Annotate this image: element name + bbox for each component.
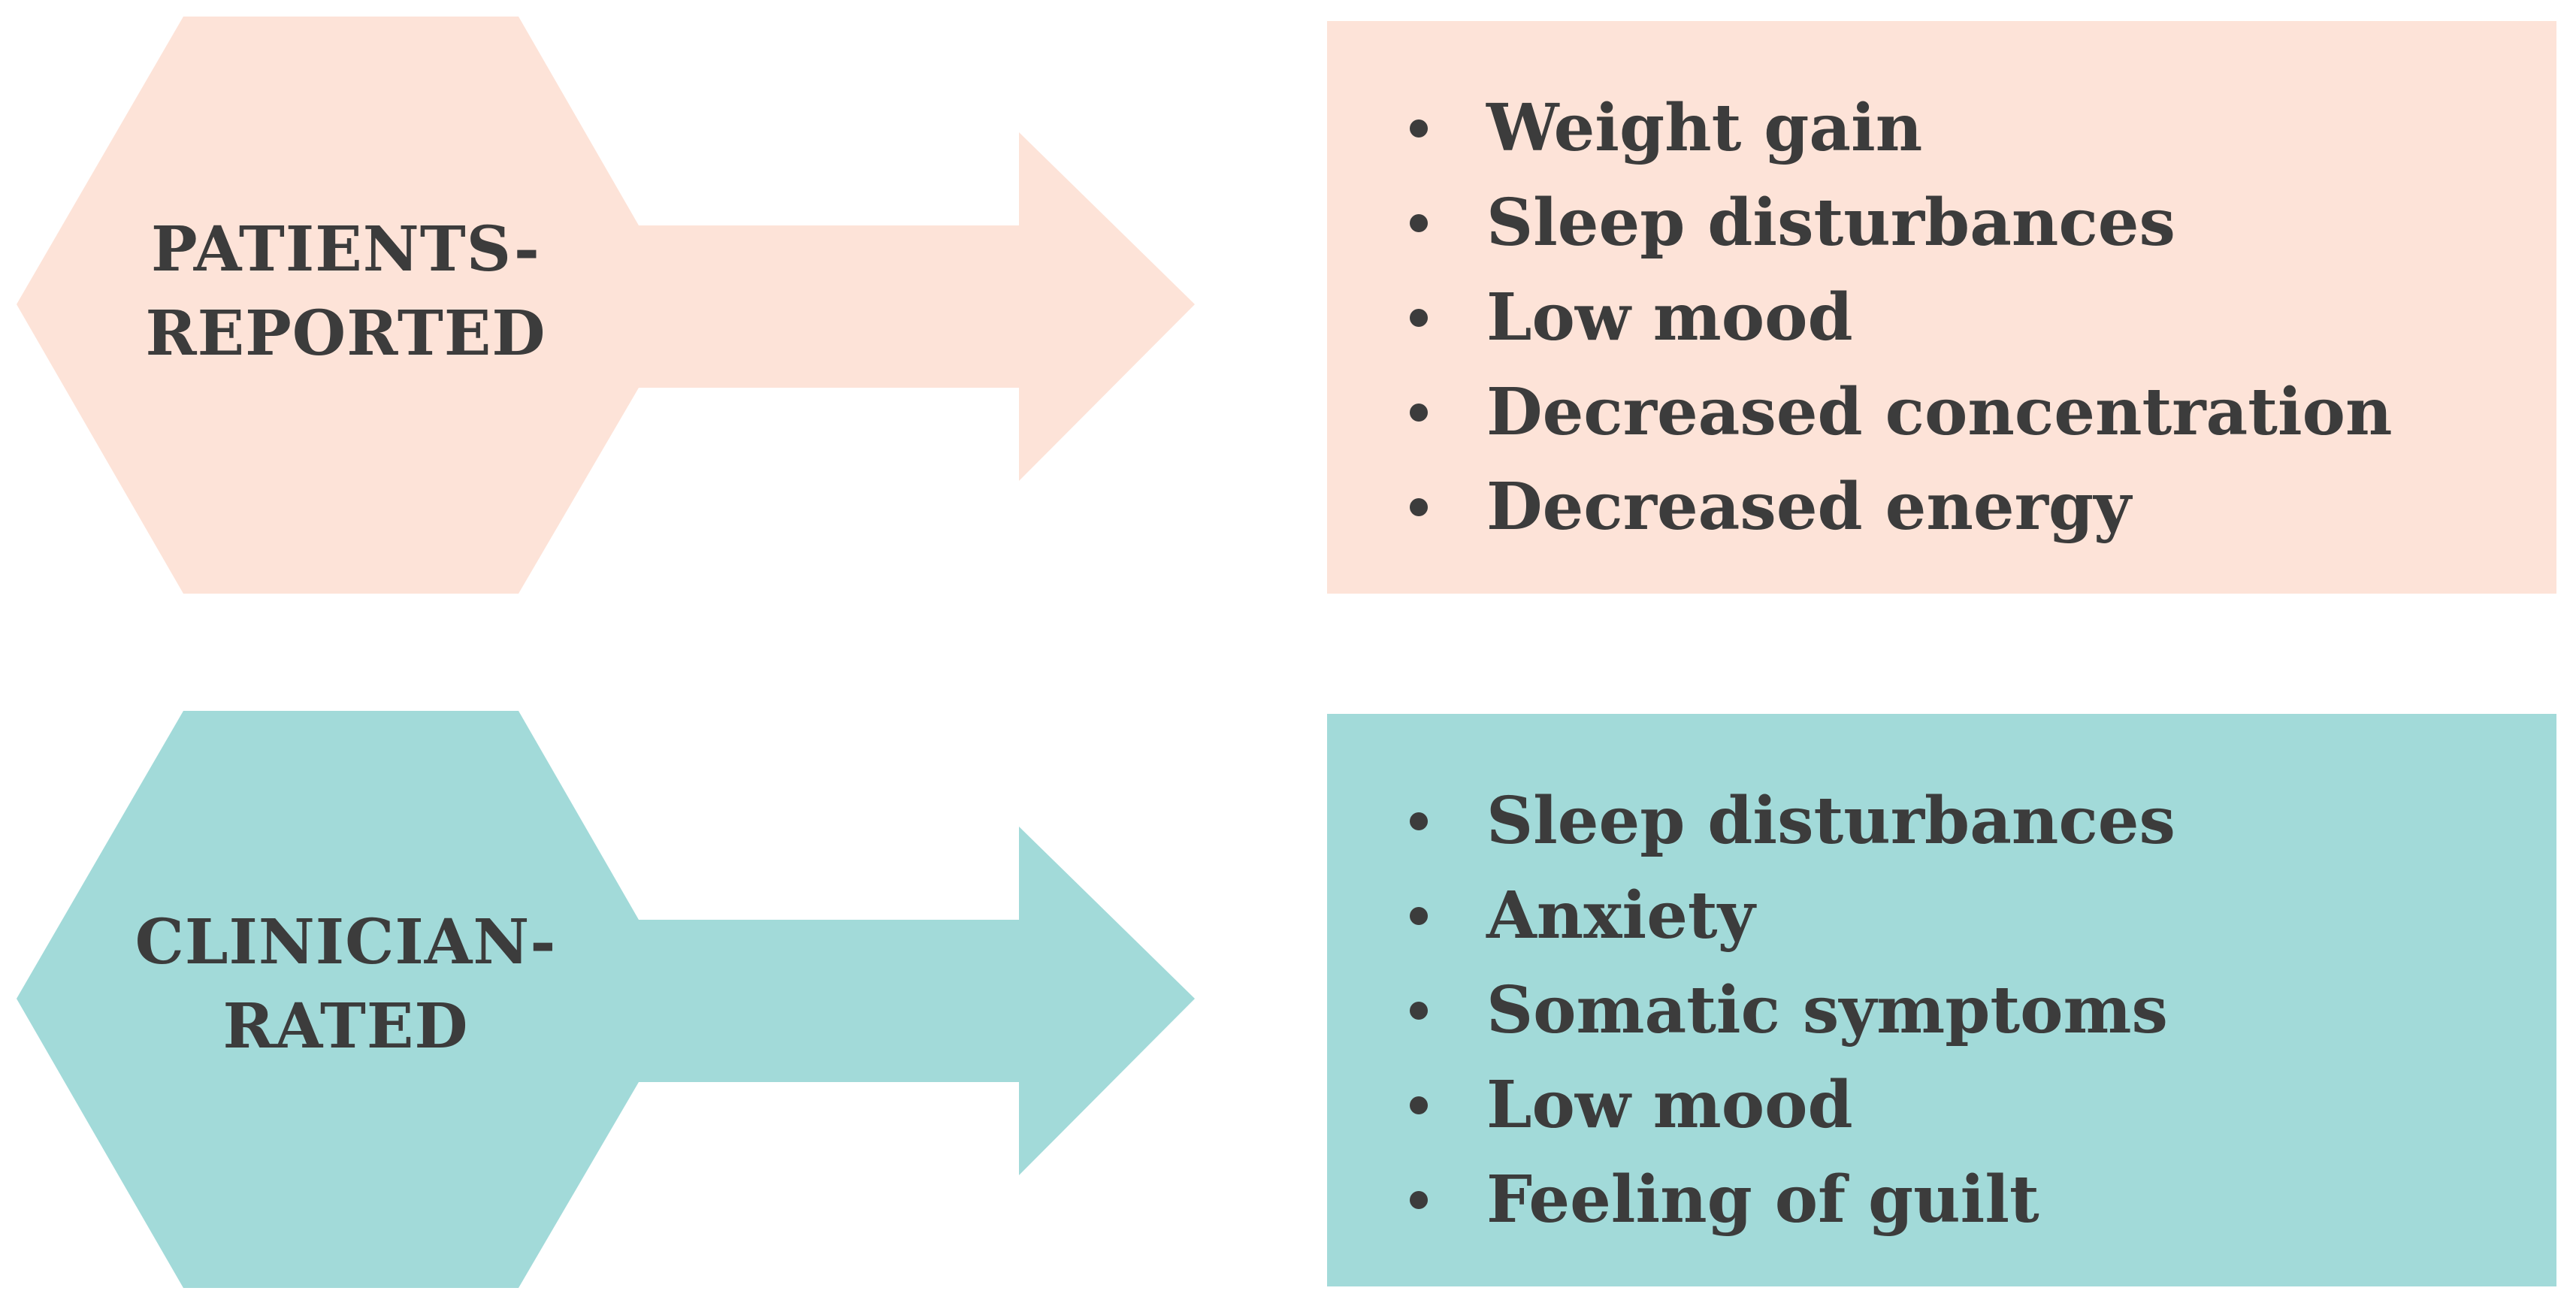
bullet-icon: [1410, 404, 1428, 422]
bullet-icon: [1410, 1096, 1428, 1114]
list-item: Low mood: [1327, 1058, 2556, 1153]
list-item: Sleep disturbances: [1327, 176, 2556, 271]
clinician-label-line-2: RATED: [222, 990, 469, 1063]
list-item: Anxiety: [1327, 869, 2556, 963]
list-item-text: Sleep disturbances: [1486, 783, 2175, 859]
patients-label-line-2: REPORTED: [145, 298, 546, 370]
patients-arrow-group: [17, 17, 2556, 594]
clinician-list-box-bg: [1327, 714, 2556, 1286]
bullet-icon: [1410, 119, 1428, 138]
list-item-text: Low mood: [1486, 280, 1853, 355]
patients-symptom-list: Weight gain Sleep disturbances Low mood …: [1327, 21, 2556, 594]
bullet-icon: [1410, 309, 1428, 327]
clinician-list: Sleep disturbances Anxiety Somatic sympt…: [1327, 774, 2556, 1247]
clinician-hexagon: [17, 711, 1195, 1288]
bullet-icon: [1410, 214, 1428, 232]
list-item: Low mood: [1327, 271, 2556, 365]
list-item: Decreased energy: [1327, 460, 2556, 555]
clinician-arrow-group: [17, 711, 2556, 1288]
list-item: Somatic symptoms: [1327, 963, 2556, 1058]
list-item-text: Weight gain: [1486, 90, 1923, 166]
list-item: Weight gain: [1327, 81, 2556, 176]
patients-hexagon: [17, 17, 1195, 594]
list-item: Feeling of guilt: [1327, 1153, 2556, 1247]
list-item-text: Decreased energy: [1486, 469, 2131, 545]
list-item-text: Feeling of guilt: [1486, 1162, 2039, 1238]
clinician-rated-label: CLINICIAN- RATED: [45, 900, 646, 1069]
bullet-icon: [1410, 907, 1428, 925]
list-item: Sleep disturbances: [1327, 774, 2556, 869]
bullet-icon: [1410, 1191, 1428, 1209]
bullet-icon: [1410, 1002, 1428, 1020]
patients-list: Weight gain Sleep disturbances Low mood …: [1327, 81, 2556, 555]
list-item-text: Low mood: [1486, 1067, 1853, 1143]
list-item: Decreased concentration: [1327, 365, 2556, 460]
list-item-text: Decreased concentration: [1486, 374, 2393, 450]
patients-list-box-bg: [1327, 21, 2556, 594]
patients-reported-label: PATIENTS- REPORTED: [45, 207, 646, 376]
list-item-text: Sleep disturbances: [1486, 185, 2175, 261]
bullet-icon: [1410, 498, 1428, 516]
list-item-text: Somatic symptoms: [1486, 972, 2168, 1048]
clinician-label-line-1: CLINICIAN-: [135, 906, 557, 978]
patients-label-line-1: PATIENTS-: [151, 213, 540, 286]
bullet-icon: [1410, 812, 1428, 830]
list-item-text: Anxiety: [1486, 878, 1755, 954]
clinician-symptom-list: Sleep disturbances Anxiety Somatic sympt…: [1327, 714, 2556, 1286]
